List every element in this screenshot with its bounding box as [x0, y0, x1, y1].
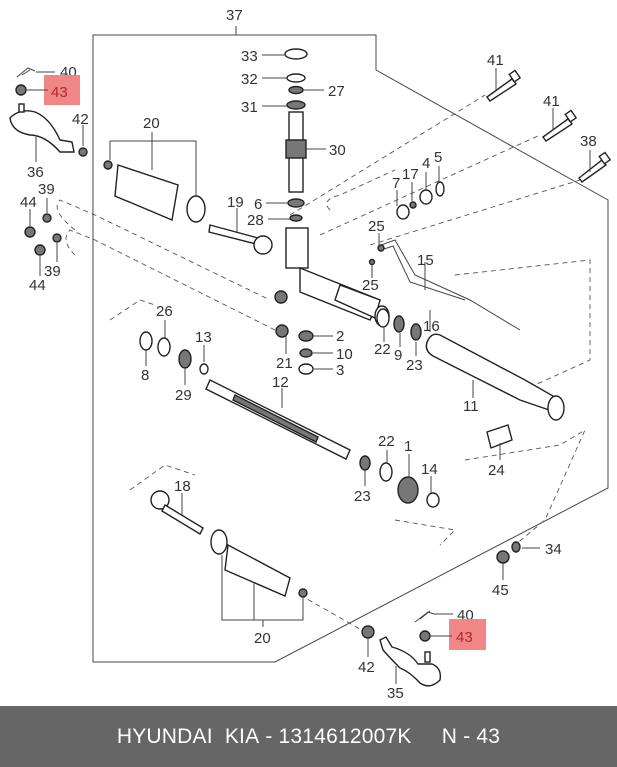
separator-text: - — [259, 724, 279, 748]
part-info-banner: HYUNDAI KIA - 1314612007K N - 43 — [0, 706, 617, 767]
label-30: 30 — [329, 142, 346, 159]
label-43-right[interactable]: 43 — [456, 629, 473, 646]
label-23-lower: 23 — [354, 488, 371, 505]
label-9: 9 — [394, 347, 402, 364]
label-25-upper: 25 — [368, 218, 385, 235]
label-10: 10 — [336, 346, 353, 363]
label-5: 5 — [434, 149, 442, 166]
label-44-lower: 44 — [29, 277, 46, 294]
label-20-lower: 20 — [254, 630, 271, 647]
label-22-upper: 22 — [374, 341, 391, 358]
label-39-lower: 39 — [44, 263, 61, 280]
highlight-43-left — [44, 75, 80, 105]
highlight-43-right — [449, 619, 486, 650]
label-22-lower: 22 — [378, 433, 395, 450]
label-42-left: 42 — [72, 111, 89, 128]
label-25-lower: 25 — [362, 277, 379, 294]
label-13: 13 — [195, 329, 212, 346]
label-6: 6 — [254, 196, 262, 213]
label-38: 38 — [580, 133, 597, 150]
label-2: 2 — [336, 328, 344, 345]
reference-prefix: N - — [441, 724, 477, 748]
label-27: 27 — [328, 83, 345, 100]
label-34: 34 — [545, 541, 562, 558]
label-36: 36 — [27, 164, 44, 181]
label-41-a: 41 — [487, 52, 504, 69]
spacer-text — [412, 725, 442, 749]
label-11: 11 — [463, 398, 479, 415]
label-3: 3 — [336, 362, 344, 379]
label-32: 32 — [241, 71, 258, 88]
label-31: 31 — [241, 99, 258, 116]
label-16: 16 — [423, 318, 440, 335]
label-18: 18 — [174, 478, 191, 495]
label-33: 33 — [241, 48, 258, 65]
reference-number: 43 — [476, 724, 501, 748]
label-42-right: 42 — [358, 659, 375, 676]
label-28: 28 — [247, 212, 264, 229]
label-43-left[interactable]: 43 — [51, 84, 68, 101]
label-21: 21 — [276, 355, 293, 372]
brand-text: HYUNDAI KIA — [116, 724, 260, 748]
label-45: 45 — [492, 582, 509, 599]
label-8: 8 — [141, 367, 149, 384]
label-29: 29 — [175, 387, 192, 404]
label-23-upper: 23 — [406, 357, 423, 374]
label-20-top: 20 — [143, 115, 160, 132]
label-4: 4 — [422, 155, 430, 172]
label-41-b: 41 — [543, 93, 560, 110]
label-15: 15 — [417, 252, 434, 269]
label-17: 17 — [402, 166, 419, 183]
part-number-text: 1314612007K — [278, 724, 412, 748]
label-39-upper: 39 — [38, 181, 55, 198]
label-24: 24 — [488, 462, 505, 479]
label-1: 1 — [404, 438, 412, 455]
label-14: 14 — [421, 461, 438, 478]
label-7: 7 — [392, 175, 400, 192]
label-37: 37 — [226, 7, 243, 24]
label-44-upper: 44 — [20, 194, 37, 211]
label-35: 35 — [387, 685, 404, 702]
assembly-frame — [92, 34, 609, 663]
label-26: 26 — [156, 303, 173, 320]
parts-diagram: 37 33 32 27 31 30 6 28 36 40 43 — [9, 7, 612, 702]
label-12: 12 — [272, 374, 289, 391]
label-19: 19 — [227, 194, 244, 211]
